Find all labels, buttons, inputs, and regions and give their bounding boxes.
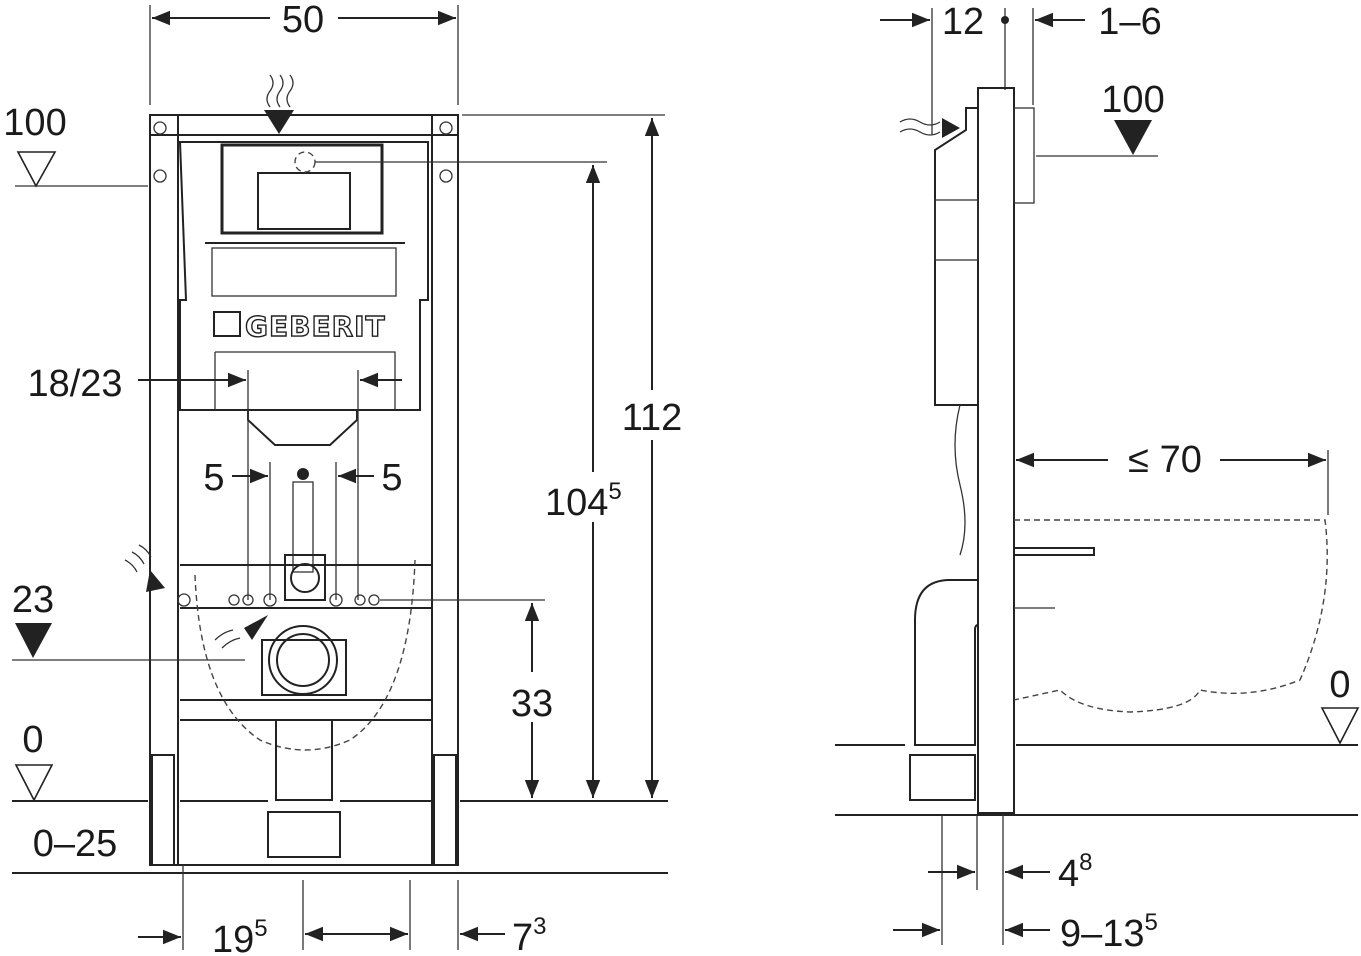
side-view: 12 1–6 100 ≤ 70 0 — [835, 1, 1360, 955]
depth-12-dimension: 12 — [942, 1, 984, 43]
max-70-dimension: ≤ 70 — [1128, 439, 1202, 481]
offset-right-dimension: 5 — [381, 457, 402, 499]
height-112-dimension: 112 — [622, 397, 683, 439]
side-frame — [977, 87, 1015, 814]
level-100-label: 100 — [3, 102, 66, 144]
depth-4-dimension: 48 — [1058, 849, 1093, 895]
fixing-points — [177, 593, 380, 607]
level-marker-open-icon — [14, 764, 54, 802]
geberit-logo: GEBERIT — [245, 310, 386, 343]
level-marker-open-icon — [16, 151, 57, 188]
level-marker-filled-icon — [15, 623, 52, 658]
right-post — [431, 114, 459, 866]
foot-right-dimension: 73 — [512, 913, 547, 956]
left-post — [149, 114, 179, 866]
height-33-dimension: 33 — [511, 683, 553, 725]
side-level-100-label: 100 — [1101, 79, 1164, 121]
flush-opening-dimension: 18/23 — [27, 363, 122, 405]
adjust-range-label: 0–25 — [33, 823, 118, 865]
height-104-dimension: 1045 — [545, 478, 622, 524]
flush-plate-opening — [220, 143, 384, 235]
level-marker-open-icon — [1320, 707, 1360, 745]
width-dimension: 50 — [282, 0, 324, 41]
wall-1-6-dimension: 1–6 — [1098, 1, 1161, 43]
front-view: 50 GEBERIT 18/23 5 5 — [3, 0, 692, 956]
side-level-0-label: 0 — [1329, 664, 1350, 706]
level-23-label: 23 — [12, 579, 54, 621]
depth-9-13-dimension: 9–135 — [1060, 909, 1158, 955]
foot-offset-dimension: 195 — [212, 915, 268, 956]
offset-left-dimension: 5 — [203, 457, 224, 499]
level-0-label: 0 — [22, 719, 43, 761]
level-marker-filled-icon — [1114, 120, 1152, 155]
